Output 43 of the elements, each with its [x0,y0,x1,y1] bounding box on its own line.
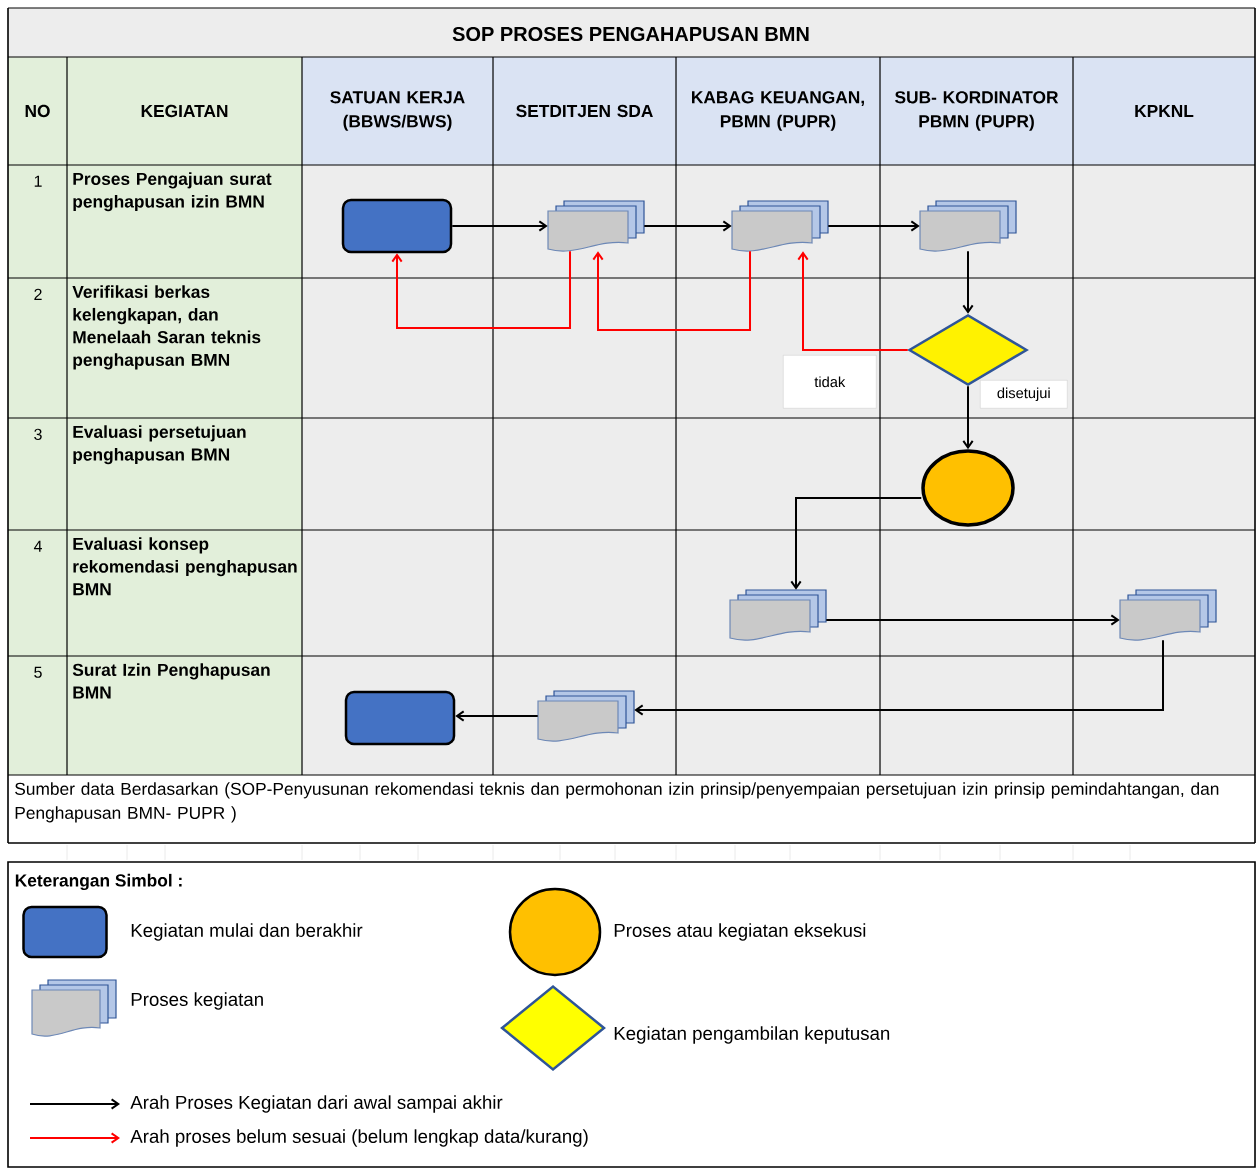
source-note: Sumber data Berdasarkan (SOP-Penyusunan rekomendasi teknis dan permohonan izin prinsip/penyempaian persetujuan izin prinsip pemindahtangan, dan Penghapusan BMN- PUPR ) [15,782,1219,823]
row-number: 3 [8,418,67,530]
column-header: KABAG KEUANGAN, PBMN (PUPR) [676,57,880,165]
document-stack [731,200,829,252]
terminal-box [344,690,456,746]
arrow [592,250,751,331]
column-header: SETDITJEN SDA [493,57,676,165]
document-stack [547,200,645,252]
legend-text: Kegiatan pengambilan keputusan [614,1026,890,1044]
legend-text: Arah proses belum sesuai (belum lengkap data/kurang) [130,1129,588,1147]
row-number: 1 [8,165,67,278]
row-number: 4 [8,530,67,656]
arrow [962,385,974,450]
arrow [643,220,732,232]
arrow [455,710,539,722]
edge-label: disetujui [980,380,1068,409]
column-header: NO [8,57,67,165]
legend-text: Proses atau kegiatan eksekusi [614,923,866,941]
document-stack [729,589,827,641]
row-number: 2 [8,278,67,418]
legend-text: Arah Proses Kegiatan dari awal sampai akhir [130,1095,503,1113]
document-stack [537,690,635,742]
row-number: 5 [8,656,67,775]
column-header: SUB- KORDINATOR PBMN (PUPR) [880,57,1073,165]
terminal-box [341,198,453,254]
arrow [451,220,548,232]
arrow [827,220,920,232]
document-stack [919,200,1017,252]
arrow [825,614,1120,626]
edge-label: tidak [783,355,877,409]
legend-heading: Keterangan Simbol : [15,873,182,891]
arrow [962,250,974,314]
arrow [634,639,1164,716]
arrow [797,251,909,351]
column-header: KPKNL [1073,57,1255,165]
arrow [790,497,923,590]
legend-text: Proses kegiatan [131,992,263,1010]
title-bar: SOP PROSES PENGAHAPUSAN BMN [8,8,1255,57]
column-header: SATUAN KERJA (BBWS/BWS) [302,57,493,165]
document-stack [1119,589,1217,641]
legend-text: Kegiatan mulai dan berakhir [131,923,363,941]
process-ellipse [921,449,1015,527]
arrow [391,250,571,329]
